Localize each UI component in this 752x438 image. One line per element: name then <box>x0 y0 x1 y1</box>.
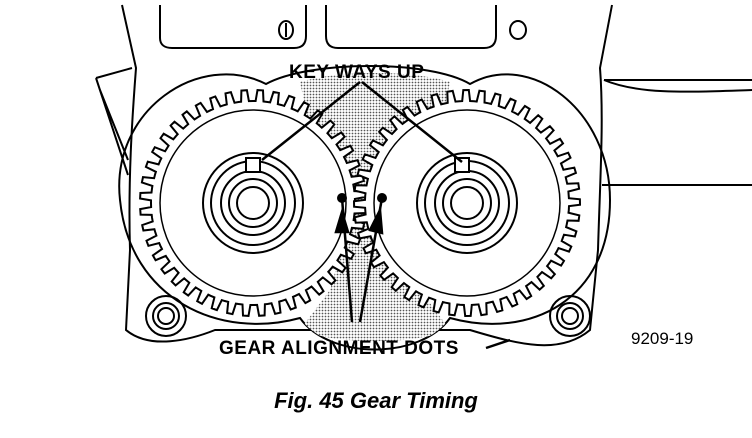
top-hole-left <box>278 20 294 40</box>
top-recess-left <box>159 5 307 49</box>
block-outline <box>121 4 613 347</box>
alignment-dot-left <box>337 193 347 203</box>
left-hub <box>202 152 304 254</box>
left-bolt-boss <box>145 295 187 337</box>
left-flange <box>95 67 133 176</box>
dots-label-tail <box>485 338 511 350</box>
gear-housing <box>118 65 612 351</box>
figure-code: 9209-19 <box>631 329 693 348</box>
dot-arrow-right <box>368 205 384 235</box>
top-holes <box>278 20 527 40</box>
top-recess-center <box>325 5 497 49</box>
gear-alignment-dots-label: GEAR ALIGNMENT DOTS <box>219 338 459 359</box>
right-flange <box>602 79 752 186</box>
bolt-bosses <box>145 295 591 337</box>
alignment-dots <box>337 193 387 203</box>
right-bolt-boss <box>549 295 591 337</box>
alignment-dot-right <box>377 193 387 203</box>
figure-caption: Fig. 45 Gear Timing <box>274 388 478 413</box>
keyway-leader-right <box>361 81 463 163</box>
keyway-leader-left <box>261 81 361 161</box>
dot-arrow-left <box>334 207 350 234</box>
leader-lines <box>261 81 511 350</box>
right-hub <box>416 152 518 254</box>
right-keyway <box>454 157 470 173</box>
engine-block <box>95 4 752 347</box>
left-gear-web <box>159 109 347 297</box>
keyways-up-label: KEY WAYS UP <box>289 62 424 83</box>
top-hole-right <box>509 20 527 40</box>
left-keyway <box>245 157 261 173</box>
right-gear-web <box>373 109 561 297</box>
